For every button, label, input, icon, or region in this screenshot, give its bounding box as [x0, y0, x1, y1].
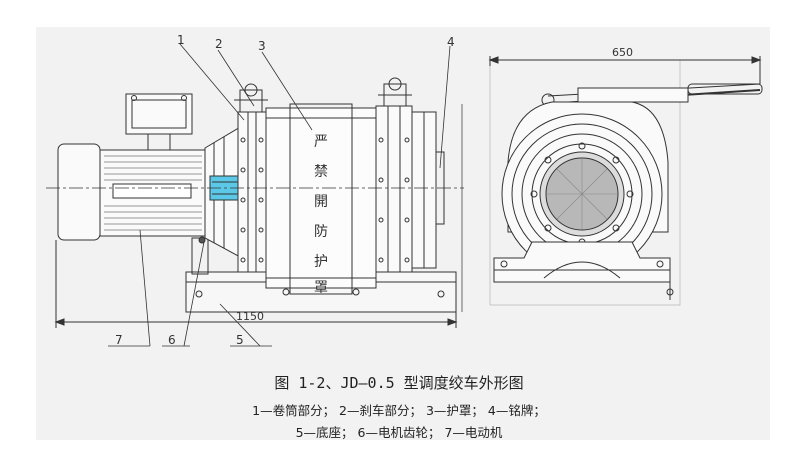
guard-char: 罩 [314, 280, 328, 296]
legend-line-2: 5—底座； 6—电机齿轮； 7—电动机 [295, 425, 503, 440]
guard-char: 禁 [314, 164, 328, 180]
brake-right [375, 77, 445, 273]
part-number-labels: 1 2 3 4 5 6 7 [115, 33, 455, 347]
part-label: 5 [236, 333, 244, 347]
dimension-width: 650 [612, 46, 633, 59]
figure-title: 图 1-2、JD—0.5 型调度绞车外形图 [274, 374, 524, 392]
guard-char: 护 [314, 254, 328, 270]
brake-left [234, 83, 268, 273]
dimension-length: 1150 [236, 310, 264, 323]
drum-guard [265, 103, 377, 295]
part-label: 1 [177, 33, 185, 47]
part-label: 3 [258, 39, 266, 53]
part-label: 2 [215, 37, 223, 51]
guard-char: 防 [314, 224, 328, 240]
guard-char: 開 [314, 194, 328, 210]
motor [57, 93, 209, 275]
guard-warning-text: 严 禁 開 防 护 罩 [314, 134, 328, 296]
side-view [488, 56, 763, 306]
part-label: 7 [115, 333, 123, 347]
guard-char: 严 [314, 134, 328, 150]
legend-line-1: 1—卷筒部分； 2—刹车部分； 3—护罩； 4—铭牌； [252, 403, 546, 418]
leader-lines [108, 43, 451, 347]
part-label: 6 [168, 333, 176, 347]
overall-length-dimension [54, 104, 463, 328]
part-label: 4 [447, 35, 455, 49]
